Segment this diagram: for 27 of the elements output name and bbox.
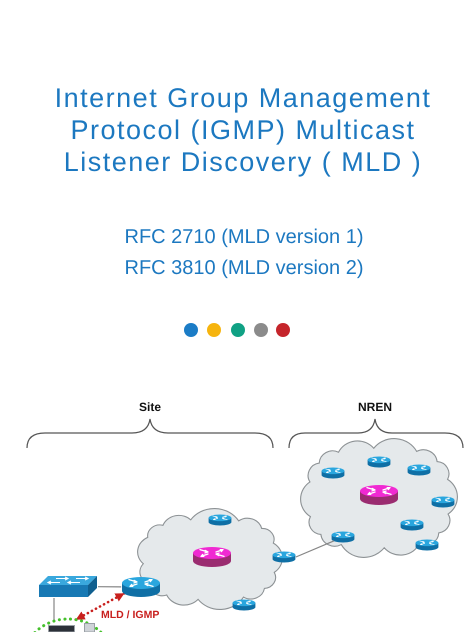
connection-line: [53, 598, 55, 622]
router-icon: [121, 576, 161, 598]
rfc-reference: RFC 2710 (MLD version 1): [124, 225, 364, 249]
dotted-double-arrow: [74, 592, 126, 621]
router-icon: [331, 531, 355, 543]
router-icon: [359, 484, 399, 506]
router-icon: [232, 599, 256, 611]
group-label: NREN: [358, 400, 392, 414]
router-icon: [321, 467, 345, 479]
router-icon: [192, 546, 232, 568]
connection-line: [98, 586, 122, 588]
router-icon: [407, 464, 431, 476]
switch-icon: [38, 575, 98, 598]
slide-title: Internet Group Management Protocol (IGMP) Multicast Listener Discovery ( MLD ): [54, 82, 432, 178]
router-icon: [272, 551, 296, 563]
connection-line: [296, 540, 334, 558]
router-icon: [400, 519, 424, 531]
network-cloud: [137, 508, 283, 610]
group-label: Site: [139, 400, 161, 414]
rfc-reference: RFC 3810 (MLD version 2): [124, 256, 364, 280]
router-icon: [415, 539, 439, 551]
edge-label: MLD / IGMP: [100, 609, 160, 621]
router-icon: [208, 514, 232, 526]
computer-icon: [46, 623, 96, 632]
network-cloud: [300, 438, 458, 558]
router-icon: [367, 456, 391, 468]
router-icon: [431, 496, 455, 508]
